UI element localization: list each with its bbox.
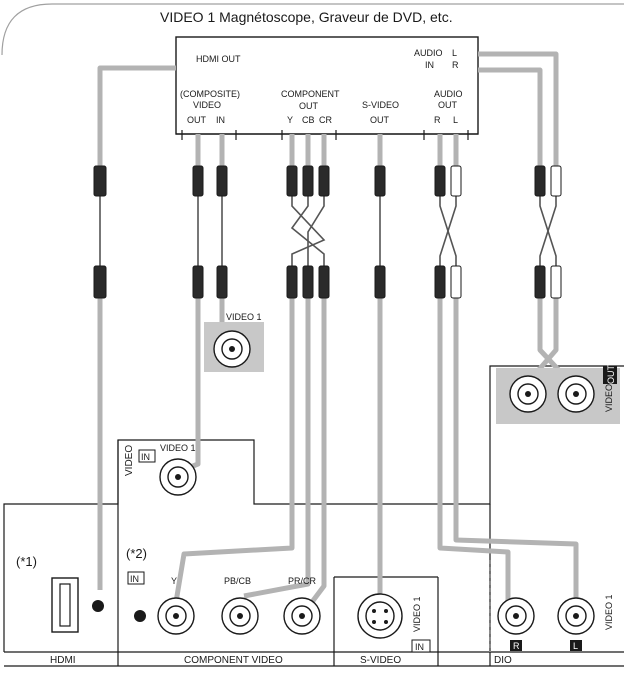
component-cr-label: CR: [319, 115, 332, 125]
svideo-label: S-VIDEO: [362, 100, 399, 110]
outer-frame: [1, 3, 624, 56]
svideo-side-label: VIDEO 1: [412, 596, 422, 632]
audio-out-label-1: AUDIO: [434, 89, 463, 99]
video-in-badge: IN: [141, 452, 150, 462]
composite-label-1: (COMPOSITE): [180, 89, 240, 99]
audio-in-l: L: [452, 48, 457, 58]
component-pr-in-label: PR/CR: [288, 576, 317, 586]
receiver-panel: [3, 365, 624, 652]
audio-out-l-cable: [453, 134, 579, 614]
audio-in-label-2: IN: [425, 60, 434, 70]
out-badge: OUT: [606, 365, 616, 385]
video-section-label: VIDEO: [124, 445, 135, 476]
component-label-2: OUT: [299, 101, 319, 111]
diagram-title: VIDEO 1 Magnétoscope, Graveur de DVD, et…: [160, 9, 453, 25]
component-label-1: COMPONENT: [281, 89, 340, 99]
audio-out-side-label: VIDEO 1: [604, 376, 614, 412]
audio-in-label: AUDIO: [414, 48, 443, 58]
audio-out-label-2: OUT: [438, 100, 458, 110]
component-y-cable: [173, 134, 295, 603]
audio-out-r-cable: [437, 134, 511, 614]
bottom-audio-label: DIO: [494, 655, 512, 666]
svideo-out-label: OUT: [370, 115, 390, 125]
bottom-svideo-label: S-VIDEO: [360, 655, 401, 666]
component-callout-1: [134, 610, 146, 622]
bottom-hdmi-label: HDMI: [50, 655, 76, 666]
audio-in-r-badge: R: [513, 641, 520, 651]
composite-out-label: OUT: [187, 115, 207, 125]
audio-in-side-label: VIDEO 1: [604, 594, 614, 630]
hdmi-out-label: HDMI OUT: [196, 54, 241, 64]
component-y-in-label: Y: [171, 576, 177, 586]
hdmi-callout-1: [92, 600, 104, 612]
audio-out-r-label: R: [434, 115, 441, 125]
video-in-label: VIDEO 1: [160, 443, 196, 453]
bottom-component-label: COMPONENT VIDEO: [184, 655, 283, 666]
component-y-label: Y: [287, 115, 293, 125]
cables: [97, 51, 579, 614]
note-2: (*2): [126, 546, 147, 561]
component-in-badge: IN: [130, 574, 139, 584]
composite-in-label: IN: [216, 115, 225, 125]
audio-out-l-label: L: [453, 115, 458, 125]
audio-in-l-badge: L: [573, 641, 578, 651]
component-pb-in-label: PB/CB: [224, 576, 251, 586]
component-cb-label: CB: [302, 115, 315, 125]
composite-out-panel-label: VIDEO 1: [226, 312, 262, 322]
component-cb-cable: [243, 134, 311, 599]
svideo-in-badge: IN: [415, 642, 424, 652]
hdmi-cable: [97, 65, 176, 590]
note-1: (*1): [16, 554, 37, 569]
composite-label-2: VIDEO: [193, 100, 221, 110]
audio-in-r: R: [452, 60, 459, 70]
